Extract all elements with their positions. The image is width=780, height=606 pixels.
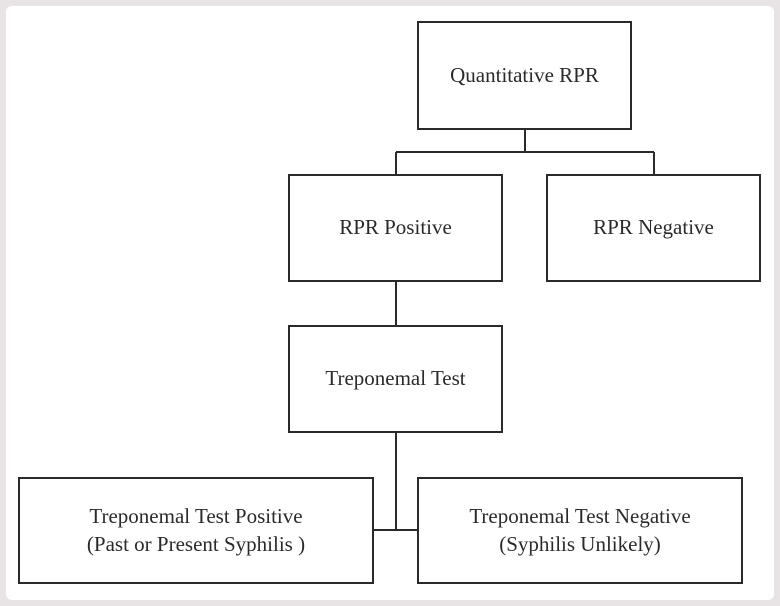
node-quantitative-rpr: Quantitative RPR [417, 21, 632, 130]
node-rpr-positive: RPR Positive [288, 174, 503, 282]
node-label-line1: Treponemal Test Negative [469, 504, 691, 529]
node-label: RPR Positive [339, 215, 452, 240]
node-label: RPR Negative [593, 215, 714, 240]
node-treponemal-negative: Treponemal Test Negative (Syphilis Unlik… [417, 477, 743, 584]
node-label: Quantitative RPR [450, 62, 599, 87]
node-label: Treponemal Test [325, 366, 466, 391]
node-label-line2: (Syphilis Unlikely) [499, 531, 661, 556]
node-label-line1: Treponemal Test Positive [89, 504, 303, 529]
node-treponemal-test: Treponemal Test [288, 325, 503, 433]
node-label-line2: (Past or Present Syphilis ) [86, 531, 306, 556]
node-treponemal-positive: Treponemal Test Positive (Past or Presen… [18, 477, 374, 584]
node-rpr-negative: RPR Negative [546, 174, 761, 282]
